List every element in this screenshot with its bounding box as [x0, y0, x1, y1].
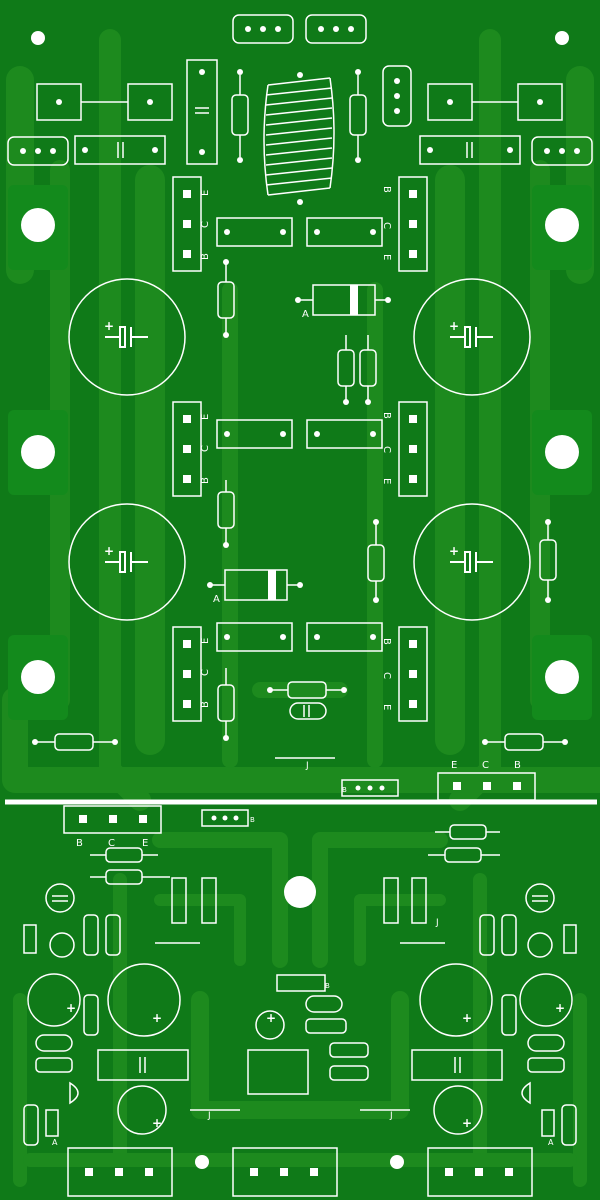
plus-sign: + — [152, 1116, 162, 1130]
silkscreen-labels: E C B B C E E C B B C E E C B B C E A A … — [52, 186, 554, 1147]
plus-sign: + — [152, 1011, 162, 1025]
plus-sign: + — [104, 544, 114, 558]
label-b: B — [200, 253, 211, 260]
label-e: E — [200, 638, 211, 644]
label-b-small: B — [250, 816, 255, 824]
plus-sign: + — [449, 319, 459, 333]
label-j: J — [389, 1111, 393, 1121]
mount-hole — [31, 31, 45, 45]
plus-sign: + — [266, 1011, 276, 1025]
label-b-small: B — [342, 786, 347, 794]
label-e: E — [200, 414, 211, 420]
lower-headers — [63, 772, 536, 834]
transistor-headers — [172, 176, 428, 722]
label-e: E — [381, 254, 392, 260]
label-b-small: B — [325, 982, 330, 990]
label-c: C — [381, 446, 392, 453]
bottom-connectors — [67, 1147, 533, 1197]
mount-hole — [195, 1155, 209, 1169]
electrolytic-capacitors-large — [68, 278, 531, 621]
label-j: J — [435, 918, 439, 928]
top-components — [36, 59, 563, 205]
label-e: E — [142, 838, 148, 849]
label-e: E — [200, 190, 211, 196]
label-j: J — [305, 761, 309, 771]
label-c: C — [482, 760, 489, 771]
plus-sign: + — [66, 1001, 76, 1015]
label-c: C — [200, 669, 211, 676]
label-anode: A — [548, 1138, 554, 1147]
label-c: C — [108, 838, 115, 849]
lower-components — [23, 824, 577, 1146]
label-anode: A — [52, 1138, 58, 1147]
plus-sign: + — [449, 544, 459, 558]
label-b: B — [200, 477, 211, 484]
plus-sign: + — [462, 1011, 472, 1025]
label-b: B — [381, 186, 392, 193]
polarity-markers: + + + + + + + + + + + — [66, 319, 565, 1130]
mounting-holes — [31, 31, 569, 1169]
label-e: E — [451, 760, 457, 771]
label-e: E — [381, 478, 392, 484]
label-b: B — [514, 760, 521, 771]
diodes — [207, 284, 391, 601]
label-anode: A — [213, 594, 220, 605]
label-e: E — [381, 704, 392, 710]
plus-sign: + — [555, 1001, 565, 1015]
heatsink-mounts — [8, 185, 592, 720]
label-b: B — [381, 412, 392, 419]
top-connectors — [7, 14, 593, 166]
inductor-coil — [263, 72, 335, 205]
label-c: C — [200, 221, 211, 228]
mount-hole — [284, 876, 316, 908]
mount-hole — [390, 1155, 404, 1169]
mount-hole — [555, 31, 569, 45]
label-c: C — [381, 222, 392, 229]
label-b: B — [76, 838, 83, 849]
label-anode: A — [302, 309, 309, 320]
label-c: C — [200, 445, 211, 452]
label-b: B — [381, 638, 392, 645]
label-c: C — [381, 672, 392, 679]
resistors — [32, 259, 568, 759]
plus-sign: + — [104, 319, 114, 333]
plus-sign: + — [462, 1116, 472, 1130]
label-b: B — [200, 701, 211, 708]
label-j: J — [207, 1111, 211, 1121]
